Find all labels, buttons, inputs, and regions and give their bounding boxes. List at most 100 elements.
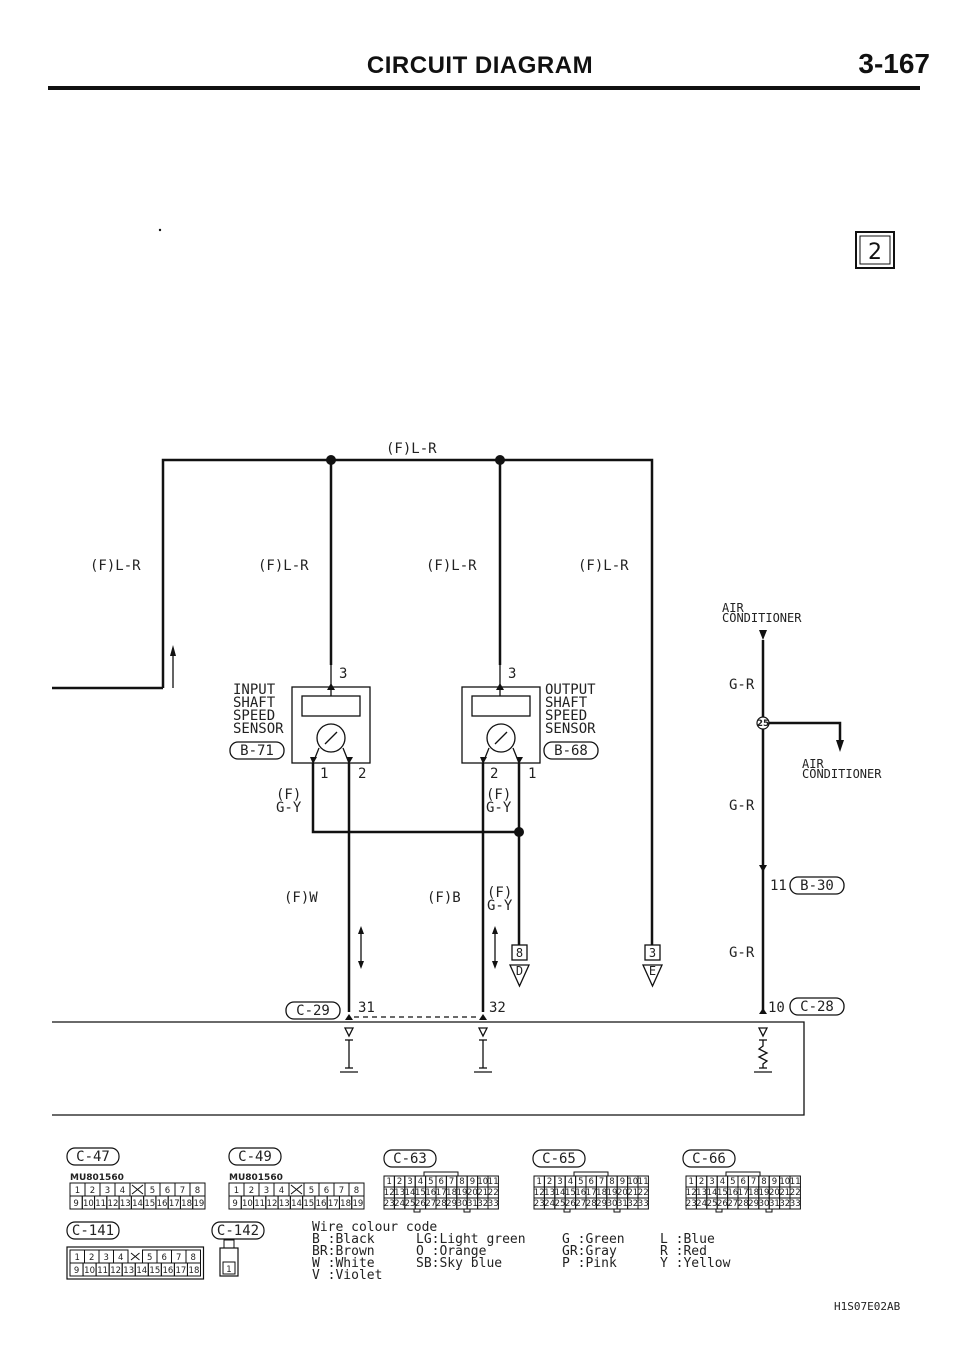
pin-number: 19 xyxy=(457,1188,468,1198)
pin-number: 9 xyxy=(73,1199,78,1209)
input-shaft-speed-sensor xyxy=(291,665,371,1012)
drawing-code: H1S07E02AB xyxy=(834,1300,901,1313)
legend-entry: W :White xyxy=(312,1256,375,1271)
pin-number: 24 xyxy=(696,1199,707,1209)
pin-number: 7 xyxy=(180,1186,185,1196)
c-29-pin-32: 32 xyxy=(489,1000,506,1016)
pin-number: 4 xyxy=(118,1253,123,1263)
pin-number: 1 xyxy=(75,1186,80,1196)
pin-number: 5 xyxy=(147,1253,152,1263)
pin-number: 23 xyxy=(534,1199,545,1209)
pin-number: 31 xyxy=(617,1199,628,1209)
pin-number: 11 xyxy=(638,1177,649,1187)
connector-c-29: C-29 xyxy=(285,1001,487,1020)
pin-number: 1 xyxy=(688,1177,693,1187)
legend-entry: L :Blue xyxy=(660,1232,715,1247)
pin-number: 9 xyxy=(232,1199,237,1209)
pin-number: 20 xyxy=(769,1188,780,1198)
pin-number: 25 xyxy=(707,1199,718,1209)
pin-number: 8 xyxy=(354,1186,359,1196)
pin-number: 7 xyxy=(751,1177,756,1187)
pin-number: 26 xyxy=(717,1199,728,1209)
sheet-number-badge: 2 xyxy=(855,231,895,269)
pin-number: 10 xyxy=(627,1177,638,1187)
part-number: MU801560 xyxy=(229,1173,283,1183)
pin-number: 27 xyxy=(575,1199,586,1209)
pin-number: 21 xyxy=(779,1188,790,1198)
pin-number: 1 xyxy=(234,1186,239,1196)
pin-number: 21 xyxy=(627,1188,638,1198)
continuation-e: 3 E xyxy=(641,944,664,988)
input-sensor-pin-1: 1 xyxy=(320,766,328,782)
output-sensor-pin-3: 3 xyxy=(508,666,516,682)
splice-point xyxy=(495,455,505,465)
pin-number: 14 xyxy=(707,1188,718,1198)
pin-number: 11 xyxy=(95,1199,106,1209)
pin-number: 2 xyxy=(547,1177,552,1187)
pin-number: 15 xyxy=(415,1188,426,1198)
pin-number: 6 xyxy=(438,1177,443,1187)
svg-text:C-65: C-65 xyxy=(542,1151,576,1167)
part-number: MU801560 xyxy=(70,1173,124,1183)
pin-number: 18 xyxy=(446,1188,457,1198)
pin-number: 30 xyxy=(759,1199,770,1209)
legend-entry: SB:Sky blue xyxy=(416,1256,503,1271)
connector-tag-c-142: C-142 xyxy=(211,1221,265,1240)
pin-number: 7 xyxy=(339,1186,344,1196)
wire-label-black: (F)B xyxy=(427,890,461,906)
pin-number: 17 xyxy=(436,1188,447,1198)
pin-number: 26 xyxy=(565,1199,576,1209)
pin-number: 8 xyxy=(191,1253,196,1263)
pin-number: 22 xyxy=(638,1188,649,1198)
pin-number: 21 xyxy=(477,1188,488,1198)
pin-number: 19 xyxy=(352,1199,363,1209)
pin-number: 2 xyxy=(89,1253,94,1263)
pin-number: 28 xyxy=(586,1199,597,1209)
connector-tag-b-71: B-71 xyxy=(229,741,285,760)
pin-number: 18 xyxy=(596,1188,607,1198)
legend-entry: LG:Light green xyxy=(416,1232,526,1247)
connector-tag-c-47: C-47 xyxy=(66,1147,120,1166)
pin-number: 18 xyxy=(181,1199,192,1209)
pin-number: 16 xyxy=(157,1199,168,1209)
pin-number: 8 xyxy=(195,1186,200,1196)
pin-number: 14 xyxy=(555,1188,566,1198)
power-bus xyxy=(52,455,654,945)
pin-number: 5 xyxy=(730,1177,735,1187)
wire-label-branch-1: (F)L-R xyxy=(90,558,141,574)
splice-point xyxy=(326,455,336,465)
pin-number: 29 xyxy=(446,1199,457,1209)
svg-text:C-49: C-49 xyxy=(238,1149,272,1165)
pin-number: 15 xyxy=(717,1188,728,1198)
svg-text:8: 8 xyxy=(516,946,523,960)
pin-number: 5 xyxy=(150,1186,155,1196)
wire-label-output-gy: (F)G-Y xyxy=(486,787,512,816)
pin-number: 9 xyxy=(620,1177,625,1187)
pin-number: 28 xyxy=(436,1199,447,1209)
pin-number: 2 xyxy=(699,1177,704,1187)
pin-number: 25 xyxy=(555,1199,566,1209)
pin-number: 3 xyxy=(407,1177,412,1187)
pin-number: 12 xyxy=(110,1266,121,1276)
pin-number: 3 xyxy=(709,1177,714,1187)
wire-label-top: (F)L-R xyxy=(386,441,437,457)
wire-label-gr-3: G-R xyxy=(729,945,755,961)
input-sensor-pin-3: 3 xyxy=(339,666,347,682)
pin-number: 12 xyxy=(108,1199,119,1209)
air-conditioner-wiring: 25 xyxy=(756,630,844,1014)
pin-number: 18 xyxy=(189,1266,200,1276)
wire-label-gy: (F)G-Y xyxy=(487,885,513,914)
svg-text:C-29: C-29 xyxy=(296,1003,330,1019)
connector-tag-c-65: C-65 xyxy=(532,1149,586,1168)
output-shaft-speed-sensor xyxy=(461,665,541,1012)
pin-number: 3 xyxy=(264,1186,269,1196)
pin-number: 2 xyxy=(249,1186,254,1196)
pin-number: 4 xyxy=(568,1177,573,1187)
junction-25: 25 xyxy=(757,719,770,729)
pin-number: 8 xyxy=(609,1177,614,1187)
legend-entry: BR:Brown xyxy=(312,1244,375,1259)
pin-number: 10 xyxy=(477,1177,488,1187)
pin-number: 18 xyxy=(748,1188,759,1198)
